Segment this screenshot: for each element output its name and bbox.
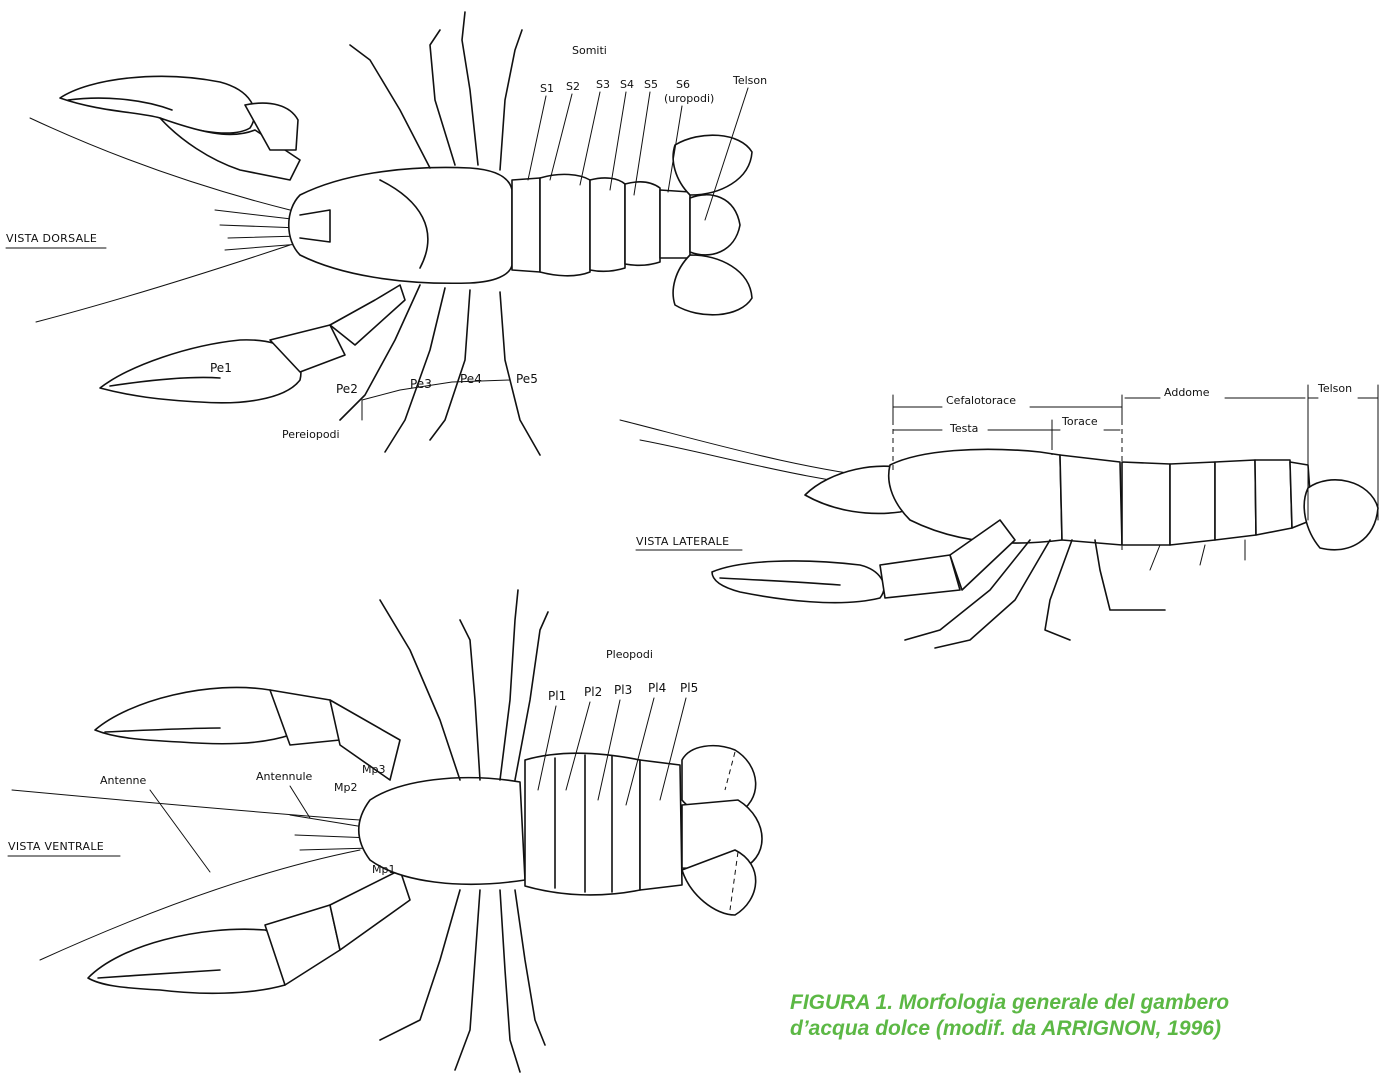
maxilliped-mp3: Mp3 (362, 763, 385, 776)
pleopod-pl1: Pl1 (548, 689, 566, 703)
thorax-label: Torace (1061, 415, 1098, 428)
abdomen-label: Addome (1164, 386, 1210, 399)
pereiopods-bracket (362, 380, 510, 420)
caption-line-1: FIGURA 1. Morfologia generale del gamber… (790, 990, 1350, 1016)
maxilliped-mp1: Mp1 (372, 863, 395, 876)
somite-s5: S5 (644, 78, 658, 91)
lateral-telson-label: Telson (1317, 382, 1352, 395)
antennules-leader (290, 786, 310, 818)
somites-title: Somiti (572, 44, 607, 57)
pleopods-title: Pleopodi (606, 648, 653, 661)
ventral-view-label: VISTA VENTRALE (8, 840, 104, 853)
somite-s3: S3 (596, 78, 610, 91)
somite-s4: S4 (620, 78, 634, 91)
pereiopod-pe4: Pe4 (460, 372, 482, 386)
pleopod-pl3: Pl3 (614, 683, 632, 697)
antennae-leader (150, 790, 210, 872)
lateral-view-drawing (620, 420, 1378, 648)
head-label: Testa (949, 422, 978, 435)
somite-s6: S6 (676, 78, 690, 91)
maxilliped-mp2: Mp2 (334, 781, 357, 794)
dorsal-view-label: VISTA DORSALE (6, 232, 97, 245)
somite-s1: S1 (540, 82, 554, 95)
pleopod-pl2: Pl2 (584, 685, 602, 699)
antennae-label: Antenne (100, 774, 147, 787)
pleopod-pl5: Pl5 (680, 681, 698, 695)
cephalothorax-label: Cefalotorace (946, 394, 1016, 407)
pereiopod-pe2: Pe2 (336, 382, 358, 396)
pereiopods-title: Pereiopodi (282, 428, 340, 441)
somite-s2: S2 (566, 80, 580, 93)
lateral-view-label: VISTA LATERALE (636, 535, 729, 548)
pereiopod-pe3: Pe3 (410, 377, 432, 391)
pleopod-pl4: Pl4 (648, 681, 666, 695)
antennules-label: Antennule (256, 770, 313, 783)
figure-caption: FIGURA 1. Morfologia generale del gamber… (790, 990, 1350, 1042)
pereiopod-pe1: Pe1 (210, 361, 232, 375)
caption-line-2: d’acqua dolce (modif. da ARRIGNON, 1996) (790, 1016, 1350, 1042)
dorsal-telson-label: Telson (732, 74, 767, 87)
pereiopod-pe5: Pe5 (516, 372, 538, 386)
ventral-view-drawing (12, 590, 762, 1072)
uropods-label: (uropodi) (664, 92, 714, 105)
